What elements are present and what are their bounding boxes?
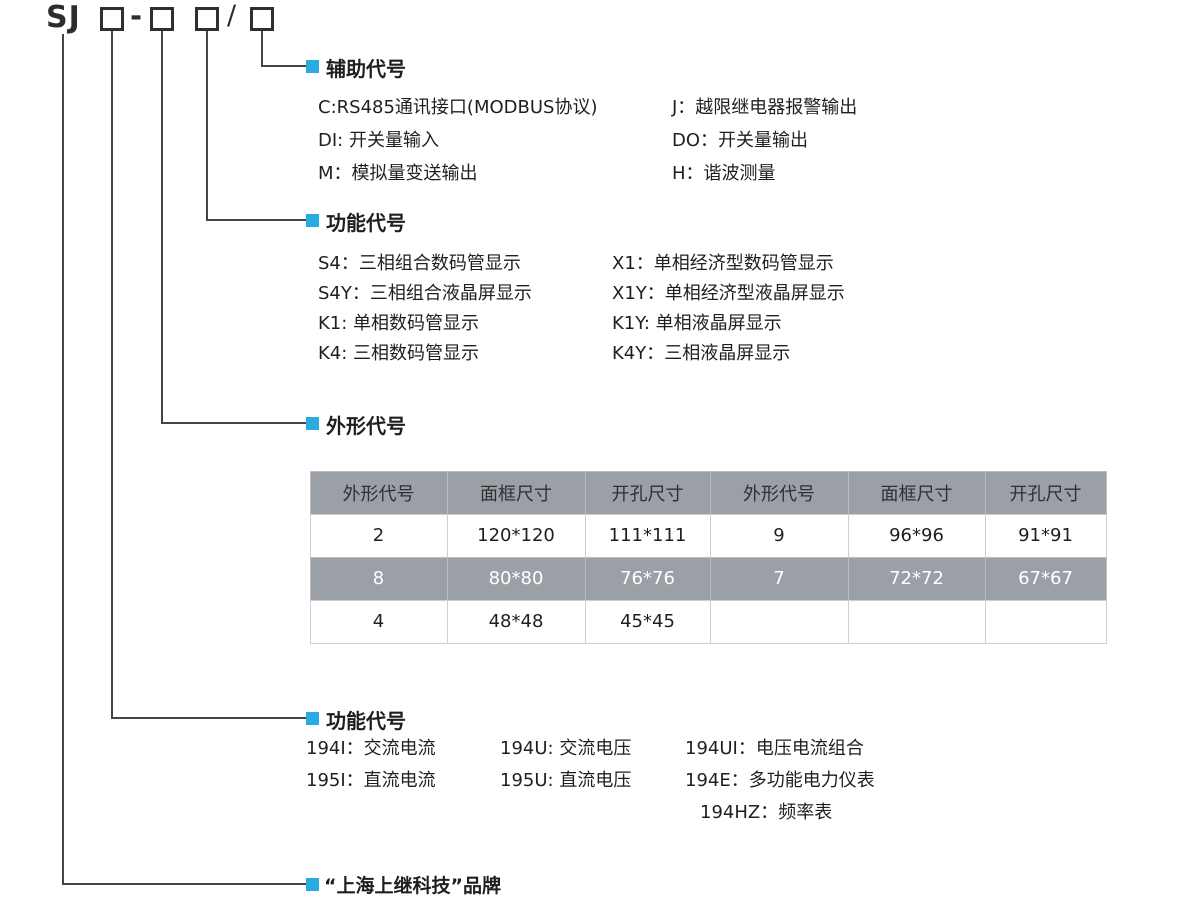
list-item: K4Y：三相液晶屏显示 bbox=[612, 343, 791, 364]
list-item: X1：单相经济型数码管显示 bbox=[612, 253, 834, 274]
brand-title: “上海上继科技”品牌 bbox=[324, 875, 501, 897]
display-items-right: X1：单相经济型数码管显示 X1Y：单相经济型液晶屏显示 K1Y: 单相液晶屏显… bbox=[612, 249, 845, 369]
model-placeholder-box-3 bbox=[195, 7, 219, 31]
auxiliary-items-left: C:RS485通讯接口(MODBUS协议) DI: 开关量输入 M：模拟量变送输… bbox=[318, 91, 597, 190]
table-cell: 8 bbox=[309, 556, 448, 601]
list-item: X1Y：单相经济型液晶屏显示 bbox=[612, 283, 845, 304]
table-header-cell: 开孔尺寸 bbox=[584, 470, 711, 515]
model-prefix: SJ bbox=[46, 0, 81, 35]
function-items-col2: 194U: 交流电压 195U: 直流电压 bbox=[500, 733, 631, 797]
list-item: S4：三相组合数码管显示 bbox=[318, 253, 521, 274]
table-cell: 120*120 bbox=[446, 513, 586, 558]
connector-line bbox=[206, 219, 308, 221]
table-header-cell: 面框尺寸 bbox=[446, 470, 586, 515]
table-cell: 72*72 bbox=[847, 556, 986, 601]
table-cell: 76*76 bbox=[584, 556, 711, 601]
connector-line bbox=[161, 31, 163, 423]
table-cell: 80*80 bbox=[446, 556, 586, 601]
model-placeholder-box-2 bbox=[150, 7, 174, 31]
section-marker-icon bbox=[306, 712, 319, 725]
table-cell: 9 bbox=[709, 513, 849, 558]
table-cell: 4 bbox=[309, 599, 448, 644]
model-placeholder-box-1 bbox=[100, 7, 124, 31]
connector-line bbox=[111, 31, 113, 718]
table-cell: 45*45 bbox=[584, 599, 711, 644]
list-item: DO：开关量输出 bbox=[672, 130, 809, 151]
table-header-cell: 外形代号 bbox=[309, 470, 448, 515]
auxiliary-items-right: J：越限继电器报警输出 DO：开关量输出 H：谐波测量 bbox=[672, 91, 857, 190]
connector-line bbox=[111, 717, 308, 719]
connector-line bbox=[206, 31, 208, 220]
list-item: 194E：多功能电力仪表 bbox=[685, 770, 875, 791]
list-item: K1Y: 单相液晶屏显示 bbox=[612, 313, 782, 334]
section-marker-icon bbox=[306, 878, 319, 891]
list-item: 195I：直流电流 bbox=[306, 770, 436, 791]
model-slash: / bbox=[227, 0, 237, 31]
table-header-cell: 面框尺寸 bbox=[847, 470, 986, 515]
section-title-display: 功能代号 bbox=[326, 211, 406, 235]
section-title-auxiliary: 辅助代号 bbox=[326, 57, 406, 81]
connector-line bbox=[261, 31, 263, 66]
function-items-col1: 194I：交流电流 195I：直流电流 bbox=[306, 733, 436, 797]
display-items-left: S4：三相组合数码管显示 S4Y：三相组合液晶屏显示 K1: 单相数码管显示 K… bbox=[318, 249, 532, 369]
list-item: S4Y：三相组合液晶屏显示 bbox=[318, 283, 532, 304]
list-item: 195U: 直流电压 bbox=[500, 770, 632, 791]
connector-line bbox=[261, 65, 308, 67]
list-item: 194I：交流电流 bbox=[306, 738, 436, 759]
function-items-col3: 194UI：电压电流组合 194E：多功能电力仪表 194HZ：频率表 bbox=[685, 733, 875, 829]
connector-line bbox=[62, 34, 64, 884]
section-marker-icon bbox=[306, 214, 319, 227]
list-item: J：越限继电器报警输出 bbox=[672, 97, 858, 118]
section-marker-icon bbox=[306, 417, 319, 430]
table-cell bbox=[847, 599, 986, 644]
list-item: 194U: 交流电压 bbox=[500, 738, 632, 759]
table-cell bbox=[984, 599, 1107, 644]
table-cell: 2 bbox=[309, 513, 448, 558]
section-title-function: 功能代号 bbox=[326, 709, 406, 733]
list-item: 194HZ：频率表 bbox=[700, 802, 833, 823]
list-item: K4: 三相数码管显示 bbox=[318, 343, 480, 364]
list-item: H：谐波测量 bbox=[672, 163, 776, 184]
connector-line bbox=[62, 883, 308, 885]
list-item: M：模拟量变送输出 bbox=[318, 163, 478, 184]
table-cell: 7 bbox=[709, 556, 849, 601]
list-item: C:RS485通讯接口(MODBUS协议) bbox=[318, 97, 598, 118]
list-item: K1: 单相数码管显示 bbox=[318, 313, 480, 334]
table-cell: 111*111 bbox=[584, 513, 711, 558]
list-item: 194UI：电压电流组合 bbox=[685, 738, 864, 759]
table-header-cell: 开孔尺寸 bbox=[984, 470, 1107, 515]
model-placeholder-box-4 bbox=[250, 7, 274, 31]
table-cell bbox=[709, 599, 849, 644]
model-dash: - bbox=[130, 0, 143, 33]
table-cell: 91*91 bbox=[984, 513, 1107, 558]
shape-code-table: 外形代号 面框尺寸 开孔尺寸 外形代号 面框尺寸 开孔尺寸 2 120*120 … bbox=[309, 470, 1107, 644]
table-header-cell: 外形代号 bbox=[709, 470, 849, 515]
connector-line bbox=[161, 422, 308, 424]
table-cell: 48*48 bbox=[446, 599, 586, 644]
table-cell: 96*96 bbox=[847, 513, 986, 558]
list-item: DI: 开关量输入 bbox=[318, 130, 439, 151]
table-cell: 67*67 bbox=[984, 556, 1107, 601]
section-marker-icon bbox=[306, 60, 319, 73]
section-title-shape: 外形代号 bbox=[326, 414, 406, 438]
